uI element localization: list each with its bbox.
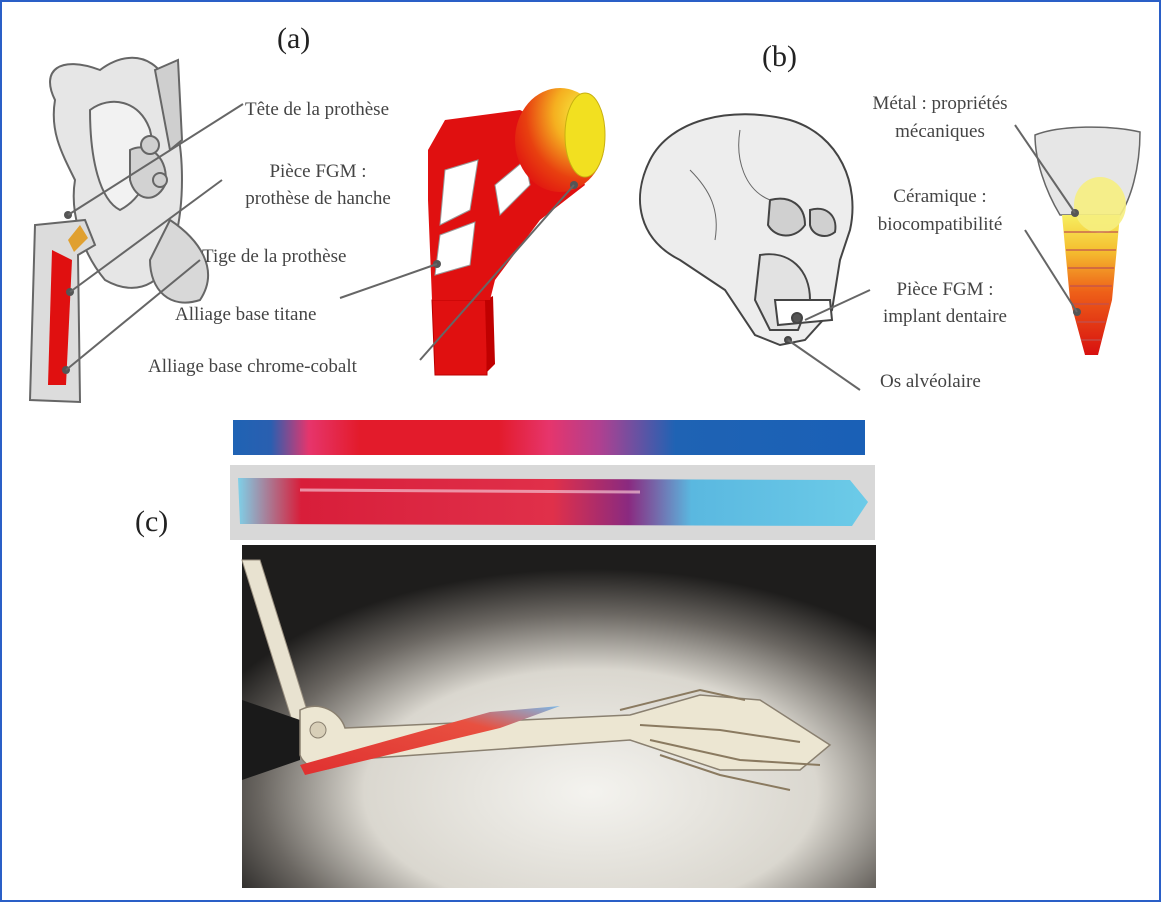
skeleton-arm-photo — [242, 545, 876, 888]
label-hip-fgm-title: Pièce FGM : — [228, 160, 408, 183]
panel-label-a: (a) — [277, 22, 310, 56]
femur-sketch — [30, 211, 95, 402]
panel-label-c: (c) — [135, 505, 168, 539]
label-ceramic-title: Céramique : — [860, 185, 1020, 208]
label-hip-fgm-sub: prothèse de hanche — [218, 187, 418, 210]
label-prosthesis-head: Tête de la prothèse — [245, 98, 389, 121]
label-metal-sub: mécaniques — [850, 120, 1030, 143]
label-ceramic-sub: biocompatibilité — [855, 213, 1025, 236]
panel-label-b: (b) — [762, 40, 797, 74]
label-dental-fgm-title: Pièce FGM : — [870, 278, 1020, 301]
printed-gradient-rod — [230, 465, 875, 540]
label-chrome-cobalt-alloy: Alliage base chrome-cobalt — [148, 355, 357, 378]
dental-implant — [1035, 127, 1140, 355]
label-alveolar-bone: Os alvéolaire — [880, 370, 981, 393]
label-titanium-alloy: Alliage base titane — [175, 303, 316, 326]
label-metal-title: Métal : propriétés — [850, 92, 1030, 115]
label-prosthesis-stem: Tige de la prothèse — [202, 245, 346, 268]
color-gradient-bar — [233, 420, 865, 455]
skull-drawing — [640, 114, 853, 345]
hip-prosthesis — [428, 88, 605, 375]
label-dental-fgm-sub: implant dentaire — [860, 305, 1030, 328]
